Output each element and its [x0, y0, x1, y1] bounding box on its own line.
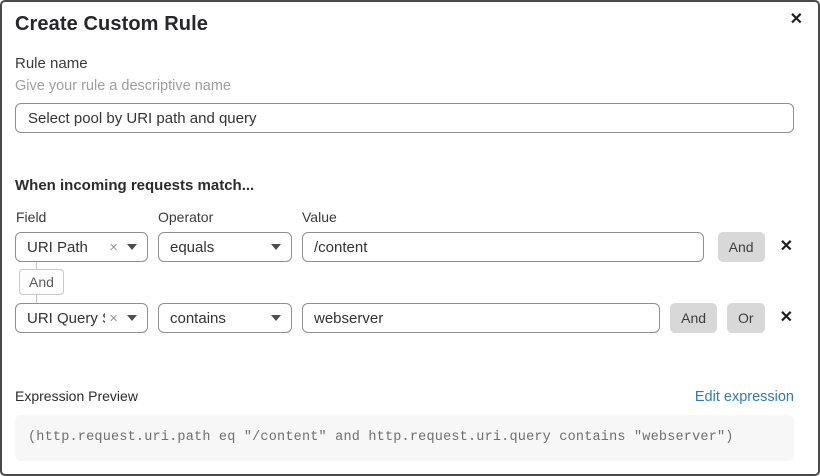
field-column-label: Field: [16, 209, 47, 225]
value-column-label: Value: [302, 209, 337, 225]
match-section: When incoming requests match... Field Op…: [15, 177, 794, 333]
and-button[interactable]: And: [670, 303, 718, 333]
rule-name-section: Rule name Give your rule a descriptive n…: [15, 55, 794, 133]
field-select-value: URI Query St...: [27, 309, 105, 327]
connector-line: [36, 295, 37, 303]
clear-icon[interactable]: ×: [109, 309, 118, 327]
connector-and-badge[interactable]: And: [19, 269, 64, 295]
chevron-down-icon: [271, 244, 281, 250]
delete-row-icon[interactable]: ✕: [779, 309, 793, 326]
column-labels: Field Operator Value: [15, 209, 794, 226]
field-select-value: URI Path: [27, 238, 88, 256]
expression-preview-label: Expression Preview: [15, 388, 138, 404]
condition-row: URI Path × equals And ✕: [15, 232, 794, 262]
condition-row: URI Query St... × contains And Or ✕: [15, 303, 794, 333]
rule-name-label: Rule name: [15, 55, 88, 72]
value-input[interactable]: [302, 232, 704, 262]
chevron-down-icon: [271, 315, 281, 321]
operator-select[interactable]: equals: [158, 232, 292, 262]
page-title: Create Custom Rule: [15, 13, 208, 35]
operator-select-value: equals: [170, 238, 215, 256]
edit-expression-link[interactable]: Edit expression: [694, 389, 794, 405]
delete-row-icon[interactable]: ✕: [779, 238, 793, 255]
close-icon[interactable]: ✕: [788, 9, 805, 31]
preview-header: Expression Preview Edit expression: [15, 388, 794, 406]
match-heading: When incoming requests match...: [15, 177, 255, 194]
value-input[interactable]: [302, 303, 661, 333]
expression-preview-section: Expression Preview Edit expression (http…: [15, 388, 794, 461]
chevron-down-icon: [127, 244, 137, 250]
or-button[interactable]: Or: [727, 303, 765, 333]
row-connector: And: [15, 262, 794, 303]
rule-name-helper: Give your rule a descriptive name: [15, 78, 231, 94]
chevron-down-icon: [127, 315, 137, 321]
expression-preview-code: (http.request.uri.path eq "/content" and…: [15, 415, 794, 461]
connector-line: [36, 262, 37, 269]
field-select[interactable]: URI Path ×: [15, 232, 148, 262]
and-button[interactable]: And: [717, 232, 765, 262]
operator-select[interactable]: contains: [158, 303, 292, 333]
rule-name-input[interactable]: [15, 103, 794, 133]
operator-select-value: contains: [170, 309, 226, 327]
clear-icon[interactable]: ×: [109, 238, 118, 256]
field-select[interactable]: URI Query St... ×: [15, 303, 148, 333]
operator-column-label: Operator: [158, 209, 214, 225]
